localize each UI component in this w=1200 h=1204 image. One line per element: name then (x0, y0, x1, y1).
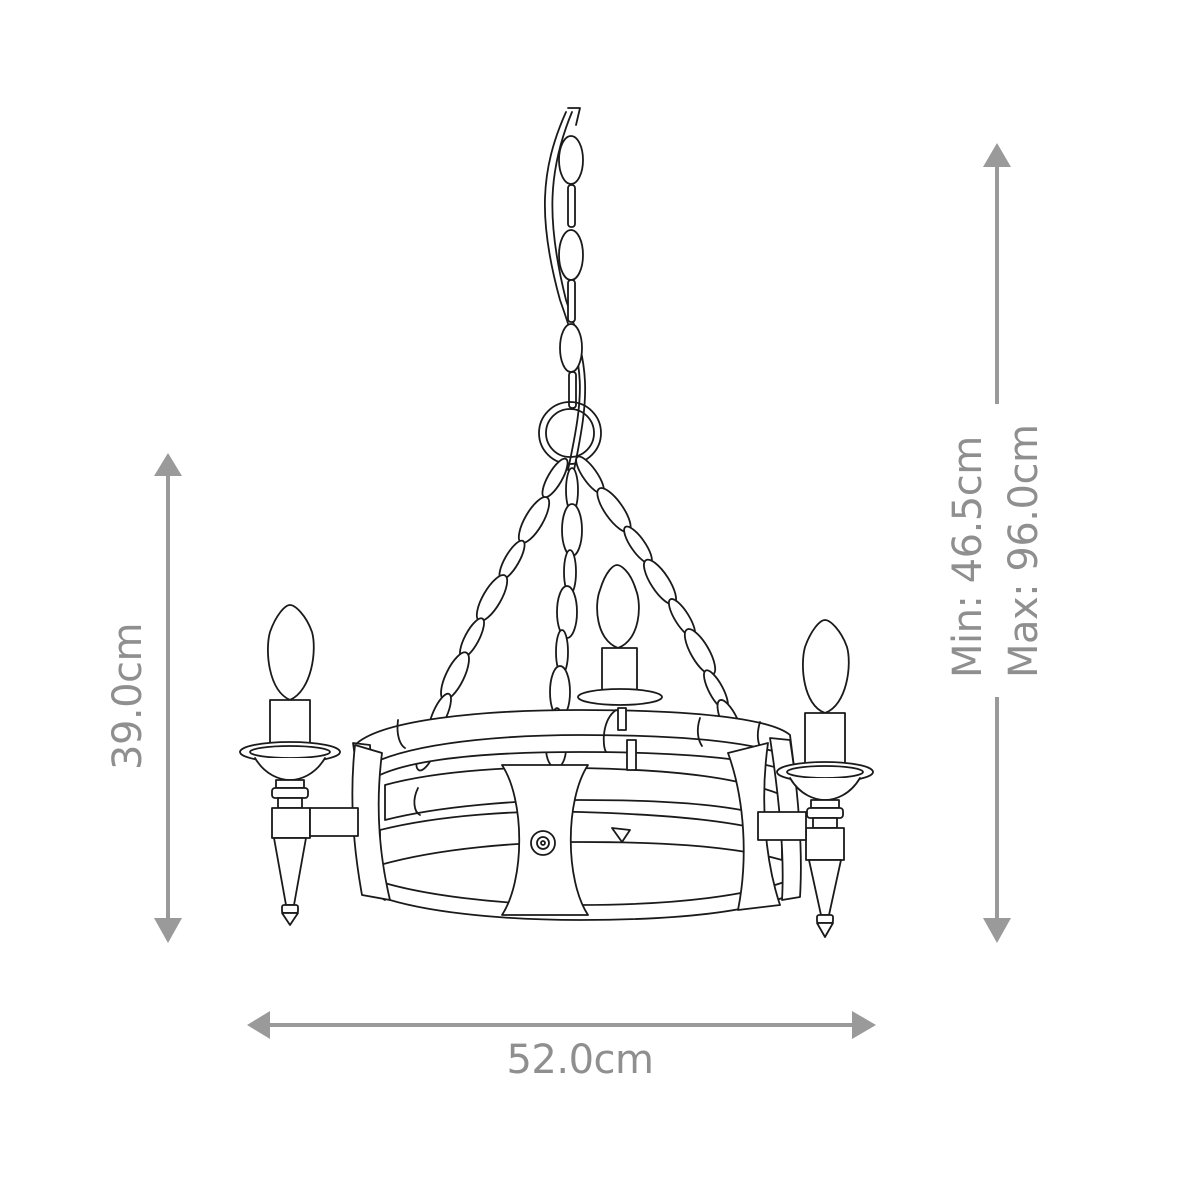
finial-left (281, 904, 299, 926)
finial-right (816, 914, 834, 938)
frame-strap-front (501, 764, 589, 916)
width-dimension-arrow (247, 1011, 876, 1039)
drop-max-label: Max: 96.0cm (1001, 424, 1047, 678)
height-dimension-label: 39.0cm (105, 622, 151, 770)
frame-strap-left (351, 744, 391, 901)
suspension-ring (538, 401, 602, 465)
ring-frame (352, 707, 802, 921)
suspension-chain (543, 107, 587, 471)
width-dimension-label: 52.0cm (506, 1037, 654, 1083)
drop-min-label: Min: 46.5cm (945, 436, 991, 678)
drop-dimension-arrow (983, 143, 1011, 943)
candle-bulb-left (239, 604, 359, 926)
candle-bulb-center (577, 564, 663, 706)
frame-strap-right (727, 742, 781, 911)
candle-bulb-right (757, 619, 874, 938)
height-dimension-arrow (154, 453, 182, 943)
